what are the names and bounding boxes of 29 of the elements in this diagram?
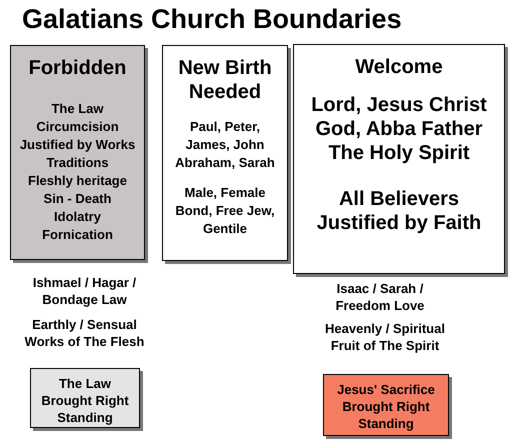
list-item: God, Abba Father [314,117,484,141]
list-item: All Believers Justified by Faith [316,187,482,235]
note-text: Ishmael / Hagar / Bondage Law [32,274,138,308]
standing-box [323,374,449,436]
list-item: The Holy Spirit [327,141,471,165]
box-text: The Law Brought Right Standing [40,375,130,426]
category-box [10,45,145,260]
list-item: Fornication [41,226,114,244]
list-item: Idolatry [53,208,102,226]
list-item: Fleshly heritage [27,172,128,190]
standing-box [30,368,140,428]
note-text: Earthly / Sensual Works of The Flesh [24,316,146,350]
box-text: Jesus' Sacrifice Brought Right Standing [336,381,436,432]
list-item: Lord, Jesus Christ [310,93,488,117]
note-text: Heavenly / Spiritual Fruit of The Spirit [324,320,446,354]
box-heading: Welcome [354,55,444,79]
list-item: Sin - Death [42,190,112,208]
category-box [293,44,505,274]
list-item: Traditions [45,154,110,172]
title: Galatians Church Boundaries [22,4,402,35]
list-item: Circumcision [35,118,120,136]
list-item: Justified by Works [18,136,136,154]
list-item: Male, Female Bond, Free Jew, Gentile [175,184,275,238]
note-text: Isaac / Sarah / Freedom Love [334,280,426,314]
list-item: Paul, Peter, James, John Abraham, Sarah [175,118,275,172]
list-item: The Law [50,100,104,118]
box-heading: New Birth Needed [177,56,273,104]
box-heading: Forbidden [28,56,128,80]
category-box [162,45,288,261]
